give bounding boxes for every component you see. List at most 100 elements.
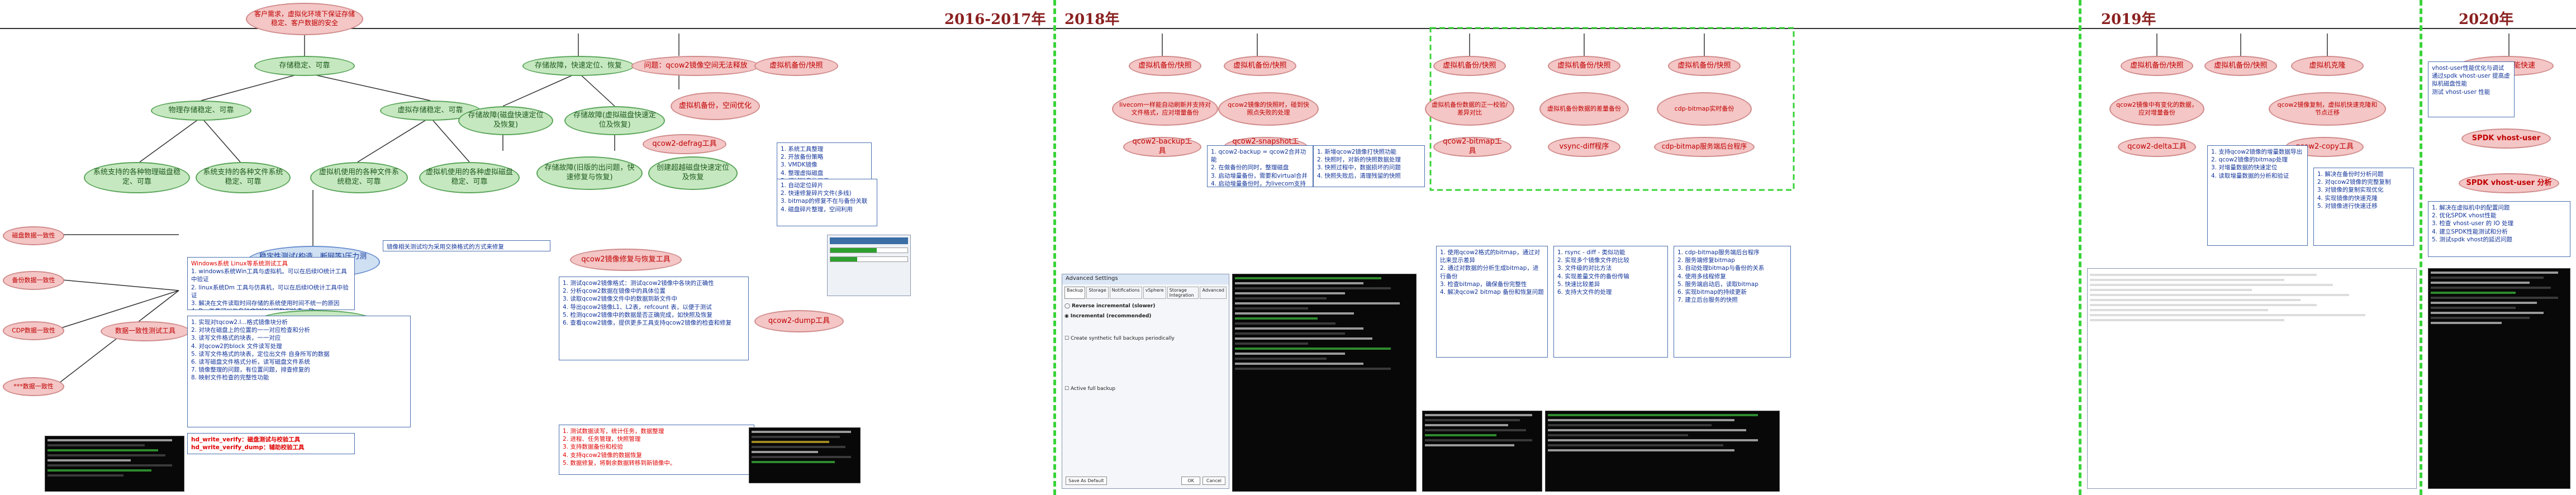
dialog-tab-storage-integration[interactable]: Storage Integration <box>1167 287 1199 299</box>
dialog-tab-notifications[interactable]: Notifications <box>1109 287 1142 299</box>
node-2019-copy: qcow2镜像复制，虚拟机快速克隆和节点迁移 <box>2269 92 2386 126</box>
node-qcow2-repair: qcow2镜像修复与恢复工具 <box>570 249 682 271</box>
terminal-2018-3 <box>1545 411 1780 492</box>
node-2018-backup-2: 虚拟机备份/快照 <box>1224 56 1296 76</box>
node-backup-consistency: 备份数据一致性 <box>3 271 64 290</box>
timeline-rule <box>0 28 2576 29</box>
advanced-settings-dialog: Advanced Settings Backup Storage Notific… <box>1062 274 1229 489</box>
box-2019-delta-notes: 1. 支持qcow2镜像的增量数据导出 2. qcow2镜像的bitmap处理 … <box>2207 145 2308 246</box>
dialog-title: Advanced Settings <box>1062 274 1229 284</box>
box-2020-spdk-notes: 1. 解决在虚拟机中的配置问题 2. 优化SPDK vhost性能 3. 检查 … <box>2428 201 2570 257</box>
node-2019-backup-2: 虚拟机备份/快照 <box>2204 56 2277 76</box>
node-qcow2-bitmap: qcow2-bitmap工具 <box>1433 137 1512 157</box>
dialog-tab-backup[interactable]: Backup <box>1064 287 1086 299</box>
dialog-option-synthetic-label: Create synthetic full backups periodical… <box>1070 336 1175 341</box>
node-2018-backup-1: 虚拟机备份/快照 <box>1129 56 1201 76</box>
node-2018-backup-3: 虚拟机备份/快照 <box>1433 56 1506 76</box>
progress-window-screenshot <box>827 235 911 296</box>
dialog-cancel-button[interactable]: Cancel <box>1202 477 1225 485</box>
dialog-save-default-button[interactable]: Save As Default <box>1066 477 1107 485</box>
node-vm-disks: 虚拟机使用的各种虚拟磁盘稳定、可靠 <box>419 162 520 193</box>
dialog-tab-storage[interactable]: Storage <box>1086 287 1109 299</box>
node-cdp-consistency: CDP数据一致性 <box>3 321 64 340</box>
box-2019-copy-notes: 1. 解决在备份时分析问题 2. 对qcow2镜像的完整复制 3. 对镜像的复制… <box>2313 168 2414 246</box>
divider-2018 <box>1053 0 1056 495</box>
dialog-tab-advanced[interactable]: Advanced <box>1200 287 1227 299</box>
terminal-2018-2 <box>1422 411 1542 492</box>
box-hd-write-verify: hd_write_verify：磁盘测试与校验工具 hd_write_verif… <box>187 433 355 454</box>
node-create-disk: 创建超越磁盘快速定位及恢复 <box>648 156 738 190</box>
box-2018-vsync-notes: 1. rsync - diff - 类似功能 2. 实现多个镜像文件的比较 3.… <box>1553 246 1668 358</box>
root-customer-need: 客户需求，虚拟化环境下保证存储稳定、客户数据的安全 <box>246 3 363 35</box>
node-disk-fault: 存储故障(磁盘快速定位及恢复) <box>458 106 553 135</box>
node-other-consistency: ***数据一致性 <box>3 377 64 396</box>
terminal-2018-1 <box>1232 274 1417 492</box>
node-spdk-vhost-analysis: SPDK vhost-user 分析 <box>2459 173 2559 193</box>
box-qcow2-analysis: 1. 实现对tqcow2.l...格式镜像块分析 2. 对块在磁盘上的位置的一一… <box>187 316 411 427</box>
box-2020-vhost-notes: vhost-user性能优化与调试 通过spdk vhost-user 提高虚拟… <box>2428 61 2515 117</box>
node-2019-incremental: qcow2镜像中有变化的数据，应对增量备份 <box>2109 92 2204 126</box>
node-physical-storage: 物理存储稳定、可靠 <box>151 101 251 121</box>
node-cdp-bitmap: cdp-bitmap实时备份 <box>1657 92 1752 126</box>
dialog-option-reverse[interactable]: ◯ Reverse incremental (slower) <box>1064 303 1156 309</box>
terminal-2020 <box>2428 268 2570 489</box>
log-screenshot-2019 <box>2087 268 2417 489</box>
node-backup-diff: 虚拟机备份数据的差量备份 <box>1539 92 1629 126</box>
node-qcow2-dump: qcow2-dump工具 <box>754 310 844 332</box>
terminal-screenshot-1 <box>45 436 184 492</box>
node-storage-fault: 存储故障，快速定位、恢复 <box>522 56 634 76</box>
node-physical-fs: 系统支持的各种文件系统稳定、可靠 <box>196 162 291 193</box>
divider-2020 <box>2420 0 2422 495</box>
node-vsync-diff: vsync-diff程序 <box>1548 137 1620 157</box>
dialog-option-active[interactable]: ☐ Active full backup <box>1064 386 1115 392</box>
dialog-option-incremental-label: Incremental (recommended) <box>1070 313 1152 319</box>
node-disk-consistency: 磁盘数据一致性 <box>3 226 64 245</box>
node-vm-backup-1: 虚拟机备份/快照 <box>754 56 838 76</box>
node-backup-verify: 虚拟机备份数据的正一校验/差异对比 <box>1425 92 1514 126</box>
box-qcow2-repair-notes: 1. 测试数据读写，统计任务，数据整理 2. 进程、任务管理，快照管理 3. 支… <box>559 425 754 475</box>
box-2018-bitmap-notes: 1. 使用qcow2格式的bitmap，通过对比来显示差异 2. 通过对数据的分… <box>1436 246 1548 358</box>
year-2016-2017: 2016-2017年 <box>944 11 1046 28</box>
terminal-screenshot-2 <box>749 427 861 483</box>
dialog-buttons: Save As Default OK Cancel <box>1066 477 1225 485</box>
year-2020: 2020年 <box>2459 11 2514 28</box>
node-vdisk-fault: 存储故障(旧版的出问题，快速修复与恢复) <box>536 156 643 190</box>
node-2019-clone: 虚拟机克隆 <box>2291 56 2364 76</box>
dialog-tabs: Backup Storage Notifications vSphere Sto… <box>1064 287 1227 299</box>
node-vm-backup-space: 虚拟机备份，空间优化 <box>671 92 760 120</box>
box-2018-backup-notes: 1. qcow2-backup = qcow2合并功能 2. 在做备份的同时，整… <box>1207 145 1313 187</box>
year-2019: 2019年 <box>2101 11 2156 28</box>
year-2018: 2018年 <box>1064 11 1120 28</box>
node-consistency-tool: 数据一致性测试工具 <box>101 321 190 341</box>
box-qcow2-dump-notes: 1. 测试qcow2镜像格式：测试qcow2镜像中各块的正确性 2. 分析qco… <box>559 277 749 360</box>
node-2018-backup-4: 虚拟机备份/快照 <box>1548 56 1620 76</box>
node-physical-disks: 系统支持的各种物理磁盘稳定、可靠 <box>84 162 190 193</box>
node-vdisk-fast: 存储故障(虚拟磁盘快速定位及恢复) <box>564 106 665 135</box>
box-test-note: 镜像相关测试均为采用交换格式的方式来修复 <box>383 240 550 251</box>
node-qcow2-space: 问题：qcow2镜像空间无法释放 <box>631 56 760 76</box>
node-2018-backup-5: 虚拟机备份/快照 <box>1668 56 1741 76</box>
node-qcow2-backup: qcow2-backup工具 <box>1123 137 1201 157</box>
dialog-option-synthetic[interactable]: ☐ Create synthetic full backups periodic… <box>1064 336 1175 341</box>
dialog-ok-button[interactable]: OK <box>1181 477 1200 485</box>
node-snapshot-fail: qcow2镜像的快照时，碰到快照点失败的处理 <box>1218 92 1319 126</box>
node-vm-fs: 虚拟机使用的各种文件系统稳定、可靠 <box>310 162 408 193</box>
box-2018-snapshot-notes: 1. 新增qcow2镜像打快照功能 2. 快照时，对新的快照数据处理 3. 快照… <box>1313 145 1425 187</box>
dialog-tab-vsphere[interactable]: vSphere <box>1143 287 1166 299</box>
node-storage-stable: 存储稳定、可靠 <box>254 56 355 76</box>
divider-2019 <box>2079 0 2081 495</box>
node-qcow2-defrag: qcow2-defrag工具 <box>643 134 726 154</box>
node-cdp-bitmap-server: cdp-bitmap服务端后台程序 <box>1654 137 1755 157</box>
box-defrag-notes: 1. 自动定位碎片 2. 快速修复碎片文件(多线) 3. bitmap的修复不在… <box>777 179 877 226</box>
box-tools-win-linux: Windows系统 Linux等系统测试工具 1. windows系统Win工具… <box>187 257 355 310</box>
dialog-option-active-label: Active full backup <box>1070 386 1115 392</box>
node-qcow2-delta: qcow2-delta工具 <box>2118 137 2196 157</box>
node-livecom: Iivecom一样能自动刷新并支持对文件格式，应对增量备份 <box>1112 92 1218 126</box>
box-tools-title: Windows系统 Linux等系统测试工具 <box>191 260 288 267</box>
node-2019-backup-1: 虚拟机备份/快照 <box>2121 56 2193 76</box>
box-2018-cdp-notes: 1. cdp-bitmap服务端后台程序 2. 服务端修复bitmap 3. 自… <box>1674 246 1791 358</box>
dialog-option-incremental[interactable]: ◉ Incremental (recommended) <box>1064 313 1152 319</box>
dialog-option-reverse-label: Reverse incremental (slower) <box>1071 303 1156 309</box>
box-tools-body: 1. windows系统Win工具与虚拟机。可以在后续IO统计工具中验证 2. … <box>191 268 349 310</box>
